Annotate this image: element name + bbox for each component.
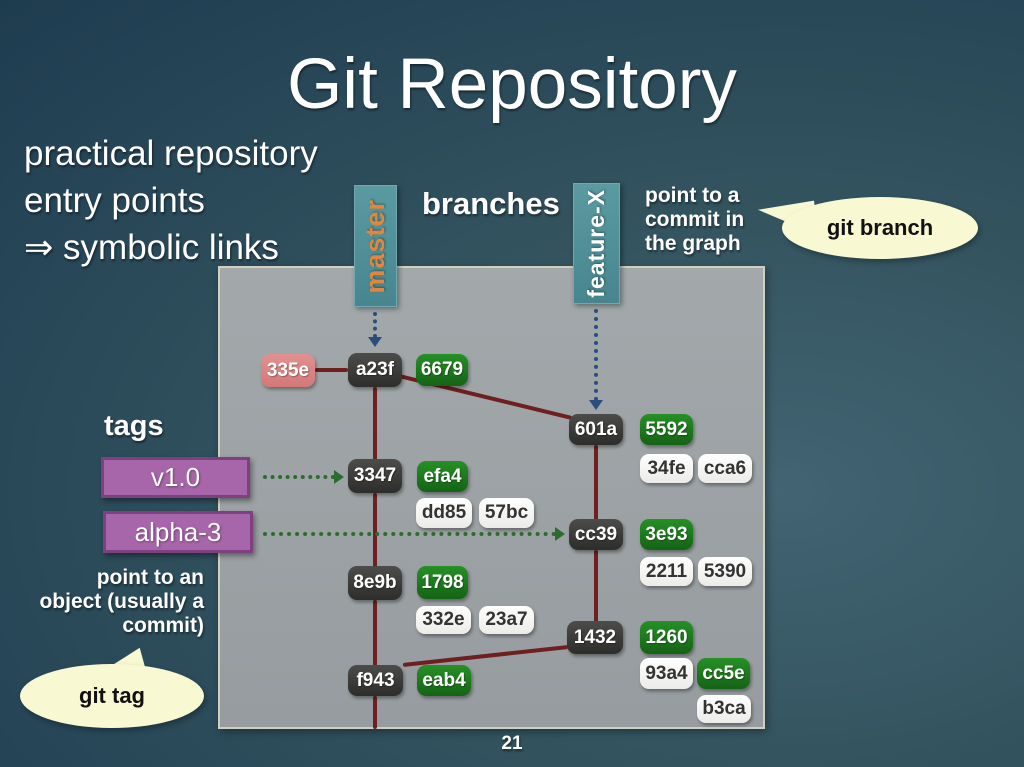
arrow-alpha-3-to-cc39-dotted-line [263, 532, 556, 536]
node-a23f: a23f [348, 353, 402, 387]
arrow-alpha-3-to-cc39-arrowhead-icon [555, 527, 565, 541]
intro-text: practical repository entry points ⇒ symb… [24, 130, 318, 271]
node-2211: 2211 [640, 557, 693, 586]
node-23a7: 23a7 [479, 606, 534, 634]
node-1798: 1798 [417, 566, 468, 599]
node-601a: 601a [569, 414, 623, 445]
node-34fe: 34fe [640, 454, 693, 483]
intro-line-3: ⇒ symbolic links [24, 228, 279, 267]
intro-line-1: practical repository [24, 134, 318, 173]
node-93a4: 93a4 [640, 658, 693, 689]
arrow-feature-x-to-601a-dotted-line [594, 309, 598, 401]
node-8e9b: 8e9b [348, 566, 402, 600]
branch-feature-x-label: feature-X [583, 189, 609, 298]
tags-annotation: point to an object (usually a commit) [28, 566, 204, 638]
edge-8e9b-f943 [373, 600, 377, 666]
node-5592: 5592 [640, 414, 693, 445]
tag-box-v1-0: v1.0 [101, 457, 250, 498]
tags-annotation-line-3: commit) [122, 614, 204, 637]
arrow-v1-0-to-3347 [263, 469, 344, 485]
branch-master-label: master [360, 198, 390, 294]
node-332e: 332e [416, 606, 471, 634]
branch-box-feature-x: feature-X [573, 183, 620, 304]
node-3e93: 3e93 [640, 519, 693, 550]
node-1260: 1260 [640, 621, 693, 654]
branches-annotation-line-2: commit in [645, 208, 745, 231]
node-5390: 5390 [698, 557, 752, 586]
node-1432: 1432 [567, 621, 623, 654]
edge-601a-cc39 [594, 445, 598, 520]
intro-line-2: entry points [24, 181, 205, 220]
node-f943: f943 [348, 665, 403, 696]
node-3347: 3347 [348, 459, 402, 493]
tags-annotation-line-2: object (usually a [39, 590, 204, 613]
branches-annotation-line-1: point to a [645, 184, 740, 207]
arrow-master-to-a23f [367, 312, 383, 347]
node-efa4: efa4 [417, 461, 468, 492]
node-cc5e: cc5e [697, 658, 750, 689]
node-335e: 335e [261, 354, 315, 387]
edge-335e-a23f [315, 368, 348, 372]
page-number: 21 [501, 733, 523, 754]
tags-section-label: tags [104, 410, 164, 442]
git-branch-bubble: git branch [782, 197, 978, 259]
arrow-v1-0-to-3347-arrowhead-icon [334, 470, 344, 484]
branches-section-label: branches [422, 186, 560, 221]
node-57bc: 57bc [479, 498, 534, 528]
arrow-alpha-3-to-cc39 [263, 526, 565, 542]
branches-annotation: point to a commit in the graph [645, 184, 744, 256]
arrow-feature-x-to-601a-arrowhead-icon [589, 400, 603, 410]
node-6679: 6679 [416, 354, 468, 386]
edge-a23f-3347 [373, 387, 377, 460]
tags-annotation-line-1: point to an [96, 566, 204, 589]
node-dd85: dd85 [416, 498, 472, 528]
edge-f943-bottom [373, 696, 377, 729]
arrow-master-to-a23f-arrowhead-icon [368, 337, 382, 347]
edge-1432-f943 [402, 645, 569, 667]
branch-box-master: master [354, 185, 397, 307]
arrow-feature-x-to-601a [588, 309, 604, 410]
branches-annotation-line-3: the graph [645, 232, 741, 255]
node-b3ca: b3ca [697, 695, 751, 723]
arrow-master-to-a23f-dotted-line [373, 312, 377, 338]
page-title: Git Repository [287, 45, 737, 124]
node-eab4: eab4 [417, 665, 471, 696]
tag-box-alpha-3: alpha-3 [103, 511, 253, 553]
arrow-v1-0-to-3347-dotted-line [263, 475, 335, 479]
node-cca6: cca6 [698, 454, 752, 483]
git-tag-bubble: git tag [20, 664, 204, 728]
edge-cc39-1432 [594, 550, 598, 622]
node-cc39: cc39 [569, 519, 623, 550]
